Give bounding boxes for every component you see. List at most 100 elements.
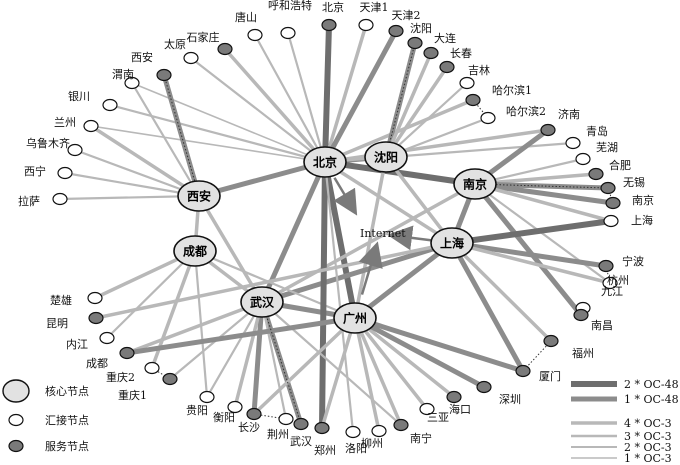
aggregation-node-hangzhou[interactable] bbox=[602, 276, 618, 290]
service-node-shenyang_s[interactable] bbox=[407, 36, 423, 50]
aggregation-node-tangshan[interactable] bbox=[247, 28, 263, 42]
aggregation-node-shanghai_s[interactable] bbox=[603, 214, 619, 228]
link-beijing-lanzhou bbox=[90, 125, 326, 163]
service-node-nanchang[interactable] bbox=[573, 308, 589, 322]
node-label-ningbo: 宁波 bbox=[622, 254, 644, 268]
service-node-shijiazhuang[interactable] bbox=[217, 42, 233, 56]
node-label-zhengzhou: 郑州 bbox=[314, 443, 336, 457]
aggregation-node-guiyang[interactable] bbox=[199, 390, 215, 404]
aggregation-node-tianjin1[interactable] bbox=[358, 18, 374, 32]
aggregation-node-jingzhou[interactable] bbox=[278, 412, 294, 426]
service-node-beijing_s[interactable] bbox=[321, 18, 337, 32]
aggregation-node-sanya[interactable] bbox=[419, 402, 435, 416]
service-node-dalian[interactable] bbox=[423, 46, 439, 60]
service-node-shenzhen[interactable] bbox=[476, 380, 492, 394]
service-node-chongqing1[interactable] bbox=[162, 372, 178, 386]
core-label-shenyang: 沈阳 bbox=[374, 150, 398, 165]
node-label-wuxi: 无锡 bbox=[623, 175, 645, 189]
service-node-ningbo[interactable] bbox=[598, 259, 614, 273]
core-label-chengdu: 成都 bbox=[183, 244, 207, 259]
internet-arrow-guangzhou bbox=[358, 241, 383, 295]
node-label-tianjin1: 天津1 bbox=[360, 1, 389, 14]
core-node-wuhan[interactable] bbox=[240, 286, 284, 318]
core-node-guangzhou[interactable] bbox=[333, 302, 377, 334]
link-guangzhou-haikou bbox=[353, 316, 456, 399]
service-node-haikou[interactable] bbox=[446, 390, 462, 404]
service-node-nanjing_s[interactable] bbox=[605, 196, 621, 210]
link-beijing-shijiazhuang bbox=[223, 47, 327, 164]
service-node-tianjin2[interactable] bbox=[388, 24, 404, 38]
dotted-link-shenyang_s-shenyang bbox=[385, 42, 416, 158]
aggregation-node-hengyang[interactable] bbox=[227, 400, 243, 414]
aggregation-node-haerbin2[interactable] bbox=[480, 111, 496, 125]
service-node-kunming[interactable] bbox=[88, 311, 104, 325]
link-xian-lasa bbox=[58, 194, 201, 201]
aggregation-node-huhehaote[interactable] bbox=[280, 26, 296, 40]
service-node-xiamen[interactable] bbox=[515, 364, 531, 378]
aggregation-node-yinchuan[interactable] bbox=[102, 98, 118, 112]
node-label-wulumuqi: 乌鲁木齐 bbox=[26, 136, 70, 150]
aggregation-node-lanzhou[interactable] bbox=[83, 119, 99, 133]
service-node-hefei[interactable] bbox=[588, 167, 604, 181]
node-label-xining: 西宁 bbox=[24, 164, 46, 178]
service-node-wuhan_s[interactable] bbox=[293, 417, 309, 431]
service-node-nanning[interactable] bbox=[393, 418, 409, 432]
aggregation-node-lasa[interactable] bbox=[52, 192, 68, 206]
aggregation-node-chuxiong[interactable] bbox=[87, 291, 103, 305]
service-node-xian_s[interactable] bbox=[156, 68, 172, 82]
aggregation-node-qingdao[interactable] bbox=[565, 136, 581, 150]
core-node-chengdu[interactable] bbox=[173, 235, 217, 267]
core-node-nanjing[interactable] bbox=[453, 168, 497, 200]
aggregation-node-jilin[interactable] bbox=[459, 76, 475, 90]
legend-service-symbol bbox=[8, 439, 24, 453]
core-node-shenyang[interactable] bbox=[364, 141, 408, 173]
node-label-lasa: 拉萨 bbox=[18, 194, 40, 208]
node-label-hangzhou: 杭州 bbox=[607, 273, 629, 287]
node-label-chuxiong: 楚雄 bbox=[50, 293, 72, 307]
link-shanghai-fuzhou bbox=[450, 241, 553, 343]
legend-link-oc3x1: 1 * OC-3 bbox=[571, 452, 672, 465]
node-label-haikou: 海口 bbox=[449, 402, 471, 416]
core-label-xian: 西安 bbox=[187, 189, 211, 204]
service-node-zhengzhou[interactable] bbox=[314, 421, 330, 435]
internet-arrow-shanghai bbox=[387, 225, 433, 251]
aggregation-node-wulumuqi[interactable] bbox=[67, 143, 83, 157]
link-beijing-wuhan bbox=[259, 159, 328, 305]
node-label-sanya: 三亚 bbox=[427, 411, 449, 424]
link-shanghai-xiamen bbox=[449, 240, 526, 374]
service-node-jinan[interactable] bbox=[540, 123, 556, 137]
aggregation-node-taiyuan[interactable] bbox=[183, 51, 199, 65]
service-node-changchun[interactable] bbox=[439, 60, 455, 74]
service-node-changsha[interactable] bbox=[246, 407, 262, 421]
node-label-beijing_s: 北京 bbox=[322, 0, 344, 14]
service-node-haerbin1[interactable] bbox=[465, 93, 481, 107]
legend-node-service: 服务节点 bbox=[8, 439, 89, 453]
core-node-beijing[interactable] bbox=[303, 146, 347, 178]
service-node-chengdu_s[interactable] bbox=[119, 346, 135, 360]
link-guangzhou-xiamen bbox=[352, 315, 526, 374]
aggregation-node-wuhu[interactable] bbox=[575, 152, 591, 166]
service-node-fuzhou[interactable] bbox=[543, 334, 559, 348]
core-node-shanghai[interactable] bbox=[430, 227, 474, 259]
link-guangzhou-sanya bbox=[353, 316, 429, 411]
legend-link-label-oc3x3: 3 * OC-3 bbox=[624, 430, 672, 443]
aggregation-node-neijiang[interactable] bbox=[99, 331, 115, 345]
core-label-beijing: 北京 bbox=[313, 155, 337, 170]
link-shanghai-shanghai_s bbox=[449, 218, 614, 246]
link-beijing-huhehaote bbox=[286, 31, 327, 164]
node-label-chengdu_s: 成都 bbox=[86, 357, 108, 370]
node-label-tangshan: 唐山 bbox=[235, 10, 257, 24]
aggregation-node-liuzhou[interactable] bbox=[371, 424, 387, 438]
legend-node-core: 核心节点 bbox=[2, 379, 89, 403]
aggregation-node-chongqing2[interactable] bbox=[144, 361, 160, 375]
core-node-xian[interactable] bbox=[177, 180, 221, 212]
node-label-chongqing2: 重庆2 bbox=[106, 370, 135, 384]
aggregation-node-weinan[interactable] bbox=[124, 76, 140, 90]
node-label-liuzhou: 柳州 bbox=[361, 436, 383, 450]
aggregation-node-luoyang[interactable] bbox=[345, 425, 361, 439]
link-guangzhou-zhengzhou bbox=[320, 316, 357, 430]
aggregation-node-xining[interactable] bbox=[57, 166, 73, 180]
core-label-nanjing: 南京 bbox=[463, 177, 487, 192]
service-node-wuxi[interactable] bbox=[600, 181, 616, 195]
